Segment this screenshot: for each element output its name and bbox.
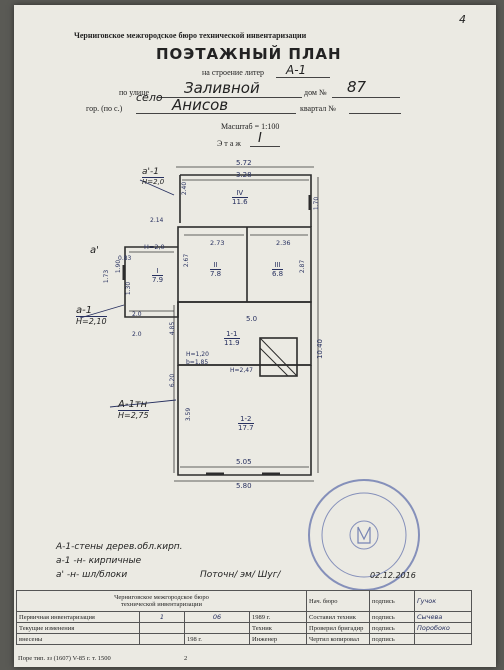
dim-lower-left: 6.20 xyxy=(169,373,177,388)
apt-label: квартал № xyxy=(300,104,336,113)
floor-label: Этаж xyxy=(217,139,243,148)
note-line-2: а-1 -н- кирпичные xyxy=(56,556,142,566)
dim-h-inner: Н=2,0 xyxy=(144,243,165,251)
dim-h-mid2: Н=2,47 xyxy=(230,367,253,374)
dim-r3-width: 2.36 xyxy=(276,239,291,247)
stamp-row1-day: 1 xyxy=(139,611,185,623)
dim-mid-width: 5.0 xyxy=(246,315,258,323)
dim-h-mid: Н=1,20 xyxy=(186,351,209,358)
city-value: Анисов xyxy=(172,96,229,114)
note-line-3: а' -н- шл/блоки xyxy=(56,570,128,580)
dim-r12-height: 3.59 xyxy=(185,407,193,422)
city-prefix: село xyxy=(136,91,163,104)
stamp-row3-year: 198 г. xyxy=(184,633,250,645)
dim-r4-height: 1.70 xyxy=(313,196,321,211)
dim-bottom-inner: 5.05 xyxy=(236,458,252,466)
stamp-col-comp: Составил техник xyxy=(306,611,370,623)
street-value: Заливной xyxy=(184,79,260,97)
stamp-row1-month: 06 xyxy=(184,611,250,623)
dim-r1-width: 3.28 xyxy=(236,171,252,179)
dim-small-a: 2.14 xyxy=(150,217,164,224)
dim-r2-width: 2.73 xyxy=(210,239,225,247)
floor-value: I xyxy=(258,131,262,146)
stamp-col-draw: Чертил копировал xyxy=(306,633,370,645)
dim-r2-height: 2.67 xyxy=(183,253,191,268)
city-label: гор. (по с.) xyxy=(86,104,123,113)
stamp-col-eng: Инженер xyxy=(249,633,307,645)
stamp-footer-num: 2 xyxy=(184,655,188,662)
house-label: дом № xyxy=(304,88,327,97)
stamp-row2-label: Текущие изменения xyxy=(16,622,140,634)
house-value: 87 xyxy=(347,78,367,96)
note-date: 02.12.2016 xyxy=(370,571,416,580)
stamp-sign-1: Гучок xyxy=(414,590,472,612)
stamp-sign-word-4: подпись xyxy=(369,633,415,645)
stamp-row3-label: внесены xyxy=(16,633,140,645)
stamp-col-head: Нач. бюро xyxy=(306,590,370,612)
dim-r5-bottom-r: 2.0 xyxy=(132,331,142,338)
dim-h-side-left: 4.85 xyxy=(169,321,177,336)
note-signature: Поточн/ эм/ Шуг/ xyxy=(200,570,281,580)
page-number: 4 xyxy=(459,13,466,26)
structure-value: А-1 xyxy=(286,63,307,77)
dim-r3-height: 2.87 xyxy=(299,259,307,274)
dim-h-mid3: b=1,85 xyxy=(186,359,209,366)
dim-bottom-total: 5.80 xyxy=(236,482,252,490)
stamp-footer: Поре тип. зз (1607) V-85 г. т. 1500 xyxy=(18,655,111,662)
stamp-sign-2: Сычева xyxy=(414,611,472,623)
structure-label: на строение литер xyxy=(202,68,265,77)
dim-r5-w: 0.83 xyxy=(118,255,132,262)
dim-r5-inner: 1.73 xyxy=(103,269,111,284)
stamp-sign-word-3: подпись xyxy=(369,622,415,634)
floor-plan xyxy=(79,166,420,591)
stamp-row1-label: Первичная инвентаризация xyxy=(16,611,140,623)
stamp-sign-word-1: подпись xyxy=(369,590,415,612)
stamp-col-tech: Техник xyxy=(249,622,307,634)
dim-total-width: 5.72 xyxy=(236,159,252,167)
litera-a-prime: а' xyxy=(90,245,99,256)
dim-r5-bottom-l: 2.0 xyxy=(132,311,142,318)
dim-left-strip: 2.40 xyxy=(181,181,189,196)
document-sheet: 4 Черниговское межгородское бюро техниче… xyxy=(14,5,496,667)
page-title: ПОЭТАЖНЫЙ ПЛАН xyxy=(156,45,342,63)
stamp-col-check: Проверил бригадир xyxy=(306,622,370,634)
note-line-1: А-1-стены дерев.обл.кирп. xyxy=(56,542,183,552)
dim-r5-side: 1.30 xyxy=(125,281,133,296)
stamp-sign-word-2: подпись xyxy=(369,611,415,623)
stamp-row1-year: 1989 г. xyxy=(249,611,307,623)
street-label: по улице xyxy=(119,88,150,97)
bureau-name: Черниговское межгородское бюро техническ… xyxy=(74,31,307,40)
stamp-sign-3: Поробоко xyxy=(414,622,472,634)
scale-label: Масштаб = 1:100 xyxy=(221,122,280,131)
dim-right-height: 10.40 xyxy=(316,338,325,360)
